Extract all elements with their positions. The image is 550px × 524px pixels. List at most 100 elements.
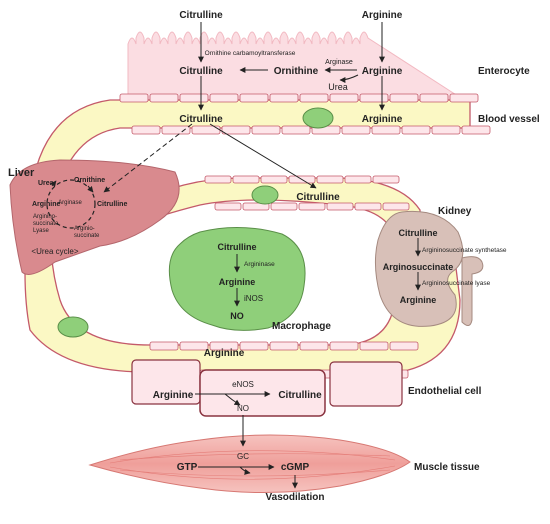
macrophage-arginase: Argininase [244,261,275,268]
vessel-wall-cell [179,341,209,351]
vessel-wall-cell [382,202,410,211]
vessel-wall-cell [251,125,281,135]
vessel-wall-cell [329,341,359,351]
muscle-gtp: GTP [177,462,198,473]
muscle-tissue-shape [88,434,411,494]
endothelial-citrulline: Citrulline [278,390,322,401]
vessel-wall-cell [242,202,270,211]
muscle-vasodilation: Vasodilation [266,492,325,503]
liver-as-2: succinate [74,233,100,239]
nucleus-blob [302,107,334,129]
liver-lyase-1: Arginino- [33,214,57,220]
muscle-label: Muscle tissue [414,462,480,473]
vessel-wall-cell [341,125,371,135]
kidney-enzyme-lyase: Argininosuccinate lyase [422,280,491,287]
vessel-wall-cell [299,341,329,351]
vessel-wall-cell [270,202,298,211]
kidney-argininosuccinate: Arginosuccinate [383,262,454,272]
vessel-wall-cell [344,175,372,184]
urea-cycle-circle [46,179,96,229]
enterocyte-arginine: Arginine [362,66,403,77]
enterocyte-arginine-top: Arginine [362,10,403,21]
enzyme-oct-label: Ornithine carbamoyltransferase [205,50,296,57]
vessel-wall-cell [316,175,344,184]
kidney-shape [374,210,484,327]
vessel-wall-cell [239,93,269,103]
vessel-wall-cell [299,93,329,103]
vessel-wall-cell [449,93,479,103]
enterocyte-cell [127,31,466,101]
vessel-wall-cell [389,341,419,351]
vessel-wall-cell [461,125,491,135]
endothelial-cell-main [199,369,326,417]
endothelial-enos: eNOS [232,380,254,389]
vessel-wall-cell [359,93,389,103]
vessel-wall-cell [119,93,149,103]
liver-lyase-3: Lyase [33,228,49,234]
urea-cycle-label: <Urea cycle> [31,247,78,256]
vessel-wall-cell [149,93,179,103]
vessel-wall-cell [131,125,161,135]
vessel-wall-cell [354,202,382,211]
vessel-arginine-bottom: Arginine [204,348,245,359]
enterocyte-ornithine: Ornithine [274,66,319,77]
vessel-wall-cell [209,93,239,103]
muscle-gc: GC [237,452,249,461]
muscle-cgmp: cGMP [281,462,310,473]
kidney-arginine: Arginine [400,295,437,305]
vessel-wall-cell [269,93,299,103]
vessel-wall-cell [419,93,449,103]
liver-label: Liver [8,167,35,179]
vessel-citrulline-mid: Citrulline [296,192,340,203]
macrophage-no: NO [230,311,244,321]
liver-ornithine: Ornithine [74,177,105,184]
vessel-wall-cell [260,175,288,184]
vessel-wall-cell [204,175,232,184]
vessel-wall-cell [298,202,326,211]
vessel-wall-cell [401,125,431,135]
liver-lyase-2: succinate [33,221,59,227]
macrophage-shape [168,227,306,331]
macrophage-arginine: Arginine [219,277,256,287]
macrophage-label: Macrophage [272,321,331,332]
endothelial-cell-right [329,361,403,407]
nucleus-blob [57,316,89,338]
blood-vessel-label: Blood vessel [478,114,540,125]
vessel-wall-cell [431,125,461,135]
vessel-wall-cell [359,341,389,351]
vessel-wall-cell [329,93,359,103]
liver-urea: Urea [38,180,54,187]
liver-as-1: Arginio- [74,226,95,232]
liver-citrulline: Citrulline [97,201,127,208]
nucleus-blob [251,185,279,205]
vessel-wall-cell [371,125,401,135]
kidney-citrulline: Citrulline [398,228,437,238]
macrophage-citrulline: Citrulline [217,242,256,252]
kidney-enzyme-synthetase: Argininosuccinate synthetase [422,247,507,254]
vessel-wall-cell [239,341,269,351]
vessel-wall-cell [161,125,191,135]
vessel-wall-cell [281,125,311,135]
endothelial-label: Endothelial cell [408,386,482,397]
enterocyte-arginase: Arginase [325,59,353,66]
vessel-wall-cell [326,202,354,211]
liver-arginase: Arginase [58,200,82,206]
enterocyte-label: Enterocyte [478,66,530,77]
kidney-label: Kidney [438,206,472,217]
macrophage-inos: iNOS [244,294,263,303]
vessel-arginine: Arginine [362,114,403,125]
muscle-fibers [109,450,396,480]
enterocyte-citrulline: Citrulline [179,66,223,77]
vessel-wall-cell [149,341,179,351]
vessel-wall-cell [269,341,299,351]
vessel-wall-cell [232,175,260,184]
liver-arginine: Arginine [32,201,60,208]
endothelial-arginine: Arginine [153,390,194,401]
pathway-arrows [50,22,421,489]
vessel-wall-cell [389,93,419,103]
endothelial-no: NO [237,404,249,413]
vessel-wall-cell [209,341,239,351]
vessel-wall-cell [179,93,209,103]
enterocyte-citrulline-top: Citrulline [179,10,223,21]
